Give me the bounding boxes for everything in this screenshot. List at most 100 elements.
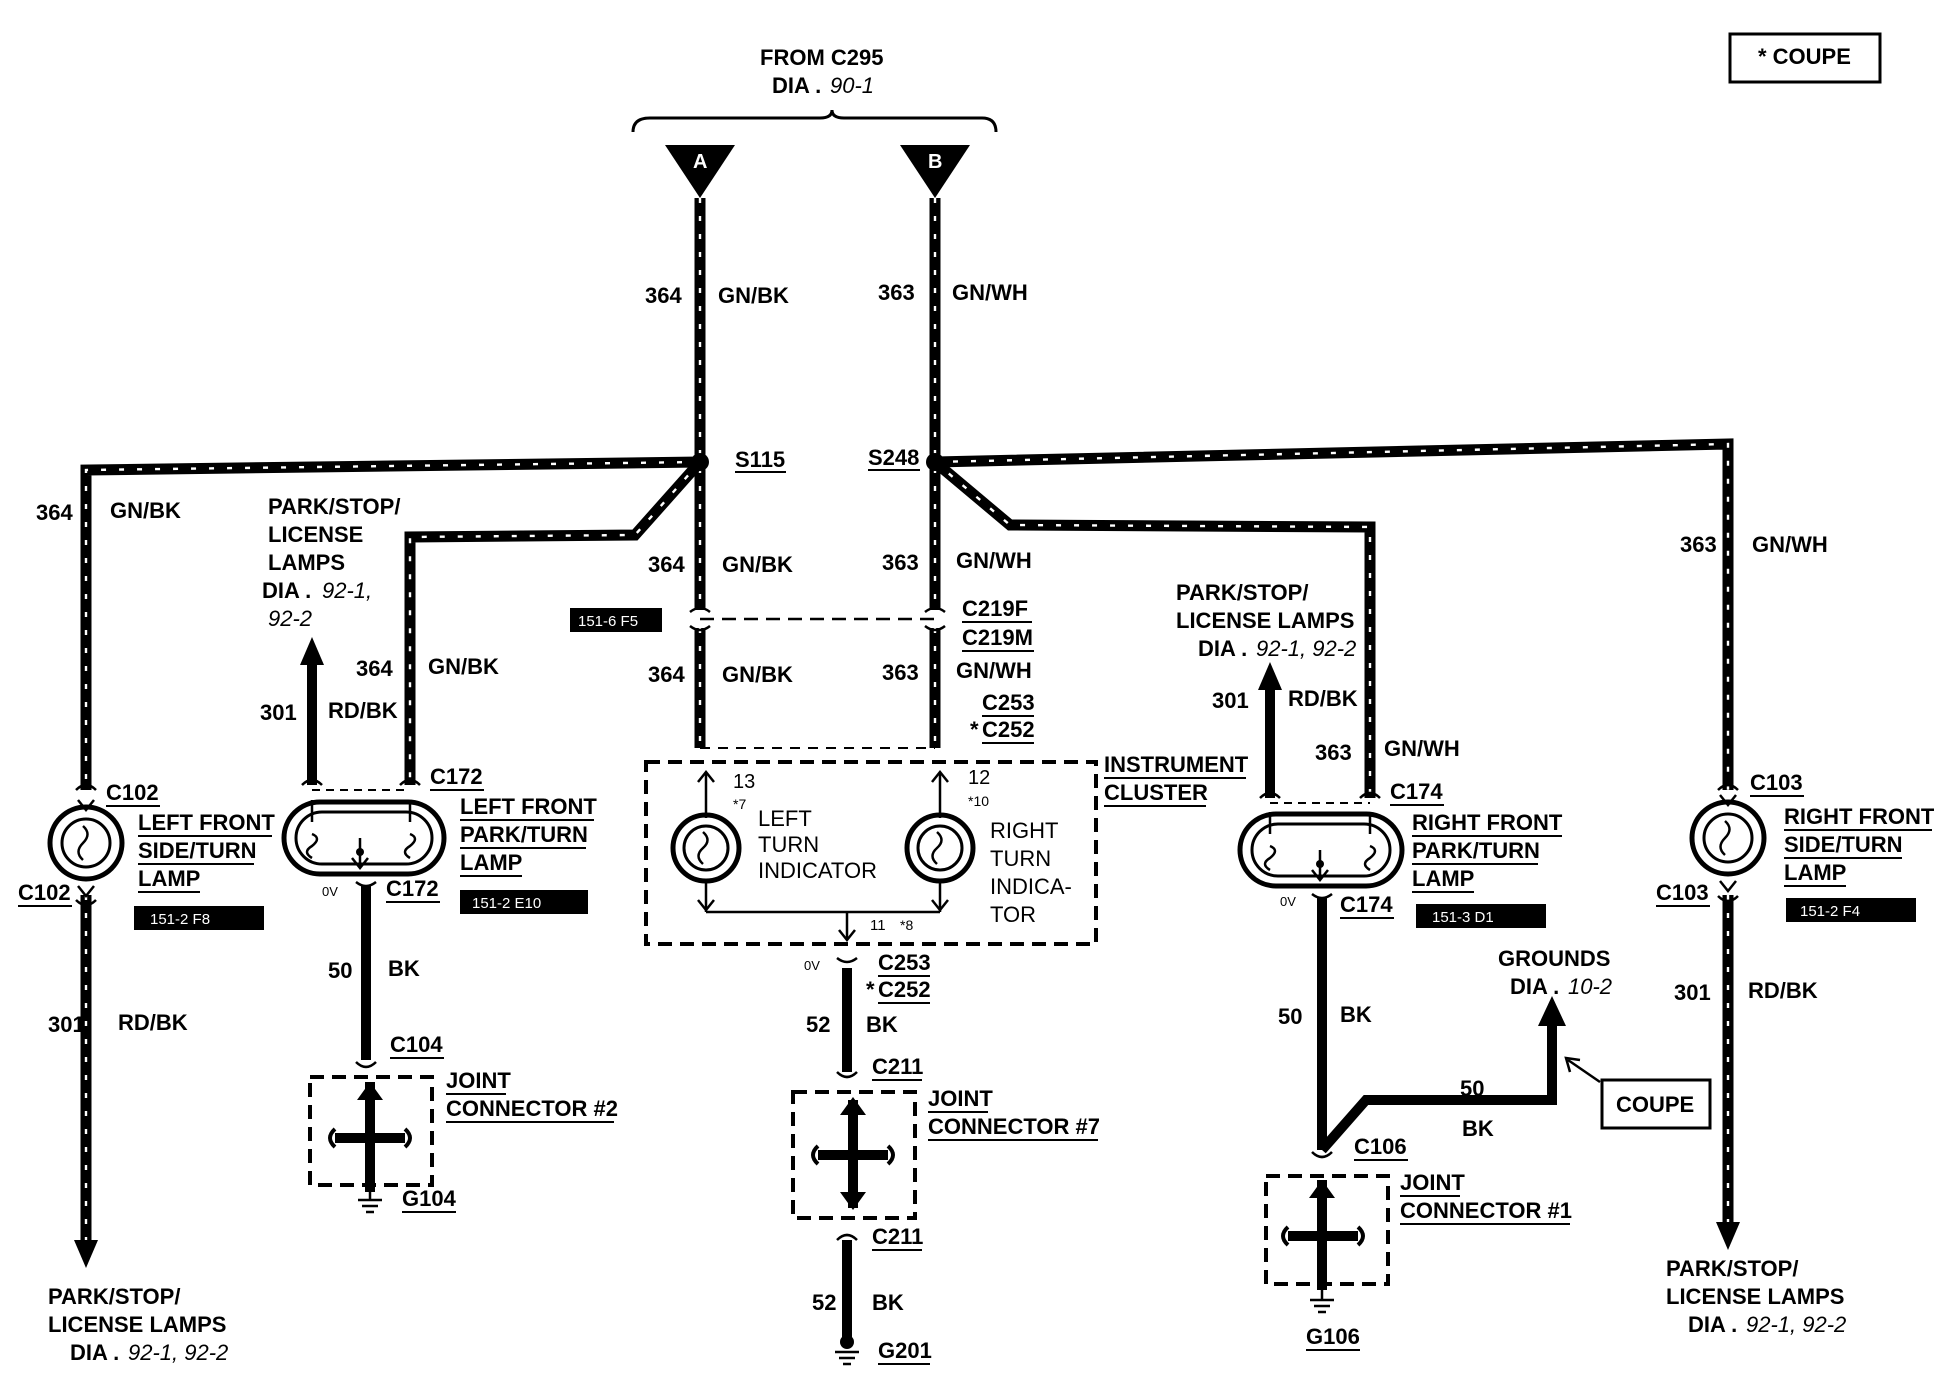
offpage-rfpark-ref: 92-1, 92-2 [1256, 636, 1356, 661]
grounds-offpage-arrow [1538, 996, 1566, 1026]
pin-8: *8 [900, 917, 913, 933]
wire-color-50-rf: BK [1340, 1002, 1372, 1027]
jc2-label-2: CONNECTOR #2 [446, 1096, 618, 1121]
wire-color-364-top: GN/BK [718, 283, 789, 308]
rf-side-label-1: RIGHT FRONT [1784, 804, 1934, 829]
offpage-grounds-ref: 10-2 [1568, 974, 1612, 999]
connector-b-label: B [928, 151, 942, 173]
wire-label-363-rfpark: 363 [1315, 740, 1352, 765]
wire-label-363-top: 363 [878, 280, 915, 305]
connector-c103-bottom: C103 [1656, 880, 1709, 905]
lf-park-label-2: PARK/TURN [460, 822, 588, 847]
pin-13: 13 [733, 771, 755, 793]
offpage-lfpark-3: LAMPS [268, 550, 345, 575]
offpage-right-ref: 92-1, 92-2 [1746, 1312, 1846, 1337]
header-brace [631, 109, 998, 133]
c252-star-bottom: * [866, 977, 875, 1002]
ground-g106-icon [1310, 1290, 1334, 1314]
c252-star-top: * [970, 717, 979, 742]
wire-label-50-coupe: 50 [1460, 1076, 1484, 1101]
wire-color-363-mid: GN/WH [956, 548, 1032, 573]
from-c295-label: FROM C295 [760, 45, 883, 70]
connector-c252-bottom: C252 [878, 977, 931, 1002]
coupe-box [1600, 1078, 1712, 1130]
splice-s115-dot [691, 453, 709, 471]
right-turn-indicator-icon [904, 769, 976, 913]
lf-side-ref-text: 151-2 F8 [150, 911, 210, 928]
coupe-legend-box [1728, 32, 1882, 84]
connector-c219f: C219F [962, 596, 1028, 621]
connector-c172-top: C172 [430, 764, 483, 789]
wire-color-301-left: RD/BK [118, 1010, 188, 1035]
ground-g201-icon [835, 1335, 859, 1366]
wire-363-rf-park-branch [931, 457, 1376, 798]
rf-park-ref-box [1416, 904, 1546, 928]
coupe-box-text: COUPE [1616, 1092, 1694, 1117]
jc1-label-2: CONNECTOR #1 [1400, 1198, 1572, 1223]
from-dia-prefix: DIA . [772, 73, 821, 98]
rf-park-label-3: LAMP [1412, 866, 1474, 891]
offpage-right-2: LICENSE LAMPS [1666, 1284, 1844, 1309]
wire-color-363-top: GN/WH [952, 280, 1028, 305]
wire-color-50-lf: BK [388, 956, 420, 981]
rf-park-0v: 0V [1280, 894, 1296, 909]
wire-color-364-mid: GN/BK [722, 552, 793, 577]
ground-g201-label: G201 [878, 1338, 932, 1363]
offpage-rfpark-2: LICENSE LAMPS [1176, 608, 1354, 633]
pin-11: 11 [870, 917, 886, 934]
lf-park-label-1: LEFT FRONT [460, 794, 597, 819]
splice-s248-label: S248 [868, 445, 919, 470]
wire-label-364-lfpark: 364 [356, 656, 393, 681]
wire-label-301-rfpark: 301 [1212, 688, 1249, 713]
right-indicator-label-1: RIGHT [990, 818, 1058, 843]
connector-c102-top: C102 [106, 780, 159, 805]
rf-park-ref-text: 151-3 D1 [1432, 909, 1494, 926]
rf-side-turn-lamp-icon [1689, 794, 1767, 894]
wire-label-50-rf: 50 [1278, 1004, 1302, 1029]
rf-side-ref-text: 151-2 F4 [1800, 903, 1860, 920]
pin-12: 12 [968, 767, 990, 789]
cluster-label-2: CLUSTER [1104, 780, 1208, 805]
connector-c106: C106 [1354, 1134, 1407, 1159]
lf-side-turn-lamp-icon [47, 799, 125, 899]
wire-label-50-lf: 50 [328, 958, 352, 983]
wire-label-363-low: 363 [882, 660, 919, 685]
wire-label-301-lfpark: 301 [260, 700, 297, 725]
wire-color-301-lfpark: RD/BK [328, 698, 398, 723]
connector-c211-bottom: C211 [872, 1224, 923, 1249]
wire-label-364-low: 364 [648, 662, 685, 687]
connector-c103-top: C103 [1750, 770, 1803, 795]
offpage-lfpark-dia: DIA . [262, 578, 311, 603]
jc7-label-1: JOINT [928, 1086, 993, 1111]
lf-park-0v: 0V [322, 884, 338, 899]
offpage-left-2: LICENSE LAMPS [48, 1312, 226, 1337]
wire-label-363-mid: 363 [882, 550, 919, 575]
ground-g104-label: G104 [402, 1186, 457, 1211]
coupe-legend-text: * COUPE [1758, 44, 1851, 69]
wire-color-364-lfpark: GN/BK [428, 654, 499, 679]
wire-color-364-left: GN/BK [110, 498, 181, 523]
rf-park-label-1: RIGHT FRONT [1412, 810, 1563, 835]
offpage-rfpark-dia: DIA . [1198, 636, 1247, 661]
pin-10: *10 [968, 793, 989, 809]
wire-364-left-branch [80, 456, 701, 790]
rf-park-label-2: PARK/TURN [1412, 838, 1540, 863]
wire-color-301-rfpark: RD/BK [1288, 686, 1358, 711]
offpage-left-dia: DIA . [70, 1340, 119, 1365]
wire-color-363-rfpark: GN/WH [1384, 736, 1460, 761]
offpage-right-dia: DIA . [1688, 1312, 1737, 1337]
jc2-label-1: JOINT [446, 1068, 511, 1093]
offpage-grounds-dia: DIA . [1510, 974, 1559, 999]
connector-a-label: A [693, 151, 707, 173]
splice-s248-dot [926, 453, 944, 471]
jc1-label-1: JOINT [1400, 1170, 1465, 1195]
pin-7: *7 [733, 796, 746, 812]
lf-side-label-1: LEFT FRONT [138, 810, 275, 835]
left-indicator-label-1: LEFT [758, 806, 812, 831]
cluster-0v: 0V [804, 958, 820, 973]
connector-c102-bottom: C102 [18, 880, 71, 905]
right-indicator-label-2: TURN [990, 846, 1051, 871]
left-indicator-label-3: INDICATOR [758, 858, 877, 883]
rf-park-turn-lamp-icon [1237, 811, 1405, 889]
